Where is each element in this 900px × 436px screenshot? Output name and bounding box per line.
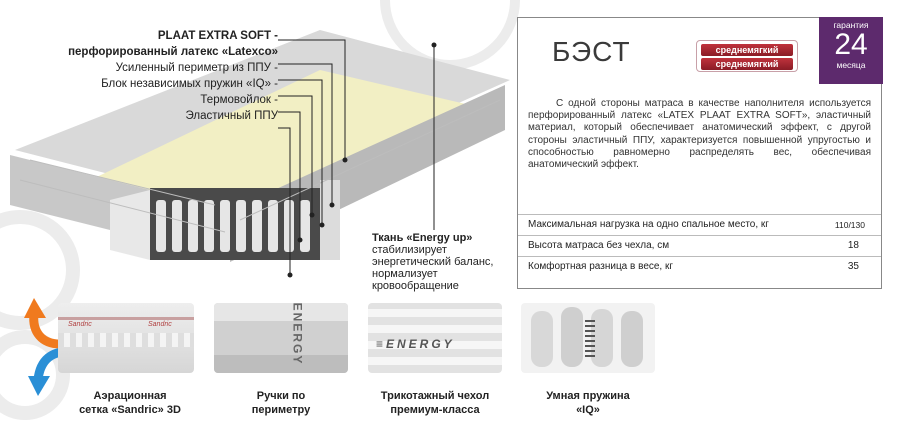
feature-image-knit-cover: ≡ENERGY [368,303,502,373]
spec-row: Максимальная нагрузка на одно спальное м… [518,214,881,235]
spring [204,200,214,252]
callout-latex-title: PLAAT EXTRA SOFT - [157,30,278,42]
fabric-label: Ткань «Energy up» стабилизирует энергети… [372,232,496,292]
feature-caption-iq-spring: Умная пружина «IQ» [523,389,653,417]
spec-label: Комфортная разница в весе, кг [528,261,674,272]
sandric-logo: Sandric [68,321,92,328]
callout-dot [297,237,303,243]
caption-line: «IQ» [576,404,600,416]
layer-callouts: PLAAT EXTRA SOFT - перфорированный латек… [30,28,278,124]
callout-springs: Блок независимых пружин «IQ» - [101,78,278,90]
spring [252,200,262,252]
spec-label: Высота матраса без чехла, см [528,240,670,251]
callout-dot [329,202,335,208]
callout-dot [342,157,348,163]
spring [188,200,198,252]
spring [268,200,278,252]
firmness-badge-line-2: среднемягкий [701,58,793,70]
feature-image-iq-spring [521,303,655,373]
sandric-logo: Sandric [148,321,172,328]
caption-line: сетка «Sandric» 3D [79,404,181,416]
spec-label: Максимальная нагрузка на одно спальное м… [528,219,769,230]
energy-cover-text: ≡ENERGY [376,337,455,351]
warranty-title: гарантия [833,20,869,30]
product-info-box: БЭСТ среднемягкий среднемягкий гарантия … [517,17,883,289]
caption-line: Ручки по [256,390,306,402]
fabric-description: стабилизирует энергетический баланс, нор… [372,244,494,292]
callout-dot [319,222,325,228]
feature-caption-knit-cover: Трикотажный чехол премиум-класса [360,389,510,417]
airflow-arrows-icon [24,298,73,396]
mattress-cutaway-illustration [10,30,510,278]
spring [156,200,166,252]
spec-value: 110/130 [834,220,865,230]
caption-line: Трикотажный чехол [380,390,490,402]
spec-value: 35 [847,261,859,272]
firmness-badge-line-1: среднемягкий [701,44,793,56]
cutaway-foam [110,190,150,260]
caption-line: Умная пружина [546,390,630,402]
callout-felt: Термовойлок - [200,94,278,106]
spec-value: 18 [847,240,859,251]
callout-dot [287,272,293,278]
fabric-name: Ткань «Energy up» [372,232,473,244]
spec-row: Комфортная разница в весе, кг 35 [518,256,881,277]
product-description: С одной стороны матраса в качестве напол… [528,98,871,171]
firmness-badge: среднемягкий среднемягкий [696,40,798,72]
spring [236,200,246,252]
feature-image-handles: ENERGY [214,303,348,373]
callout-latex-subtitle: перфорированный латекс «Latexco» [68,46,278,58]
feature-image-sandric-mesh: Sandric Sandric [58,303,194,373]
caption-line: премиум-класса [390,404,480,416]
warranty-unit: месяца [836,60,866,70]
feature-caption-sandric: Аэрационная сетка «Sandric» 3D [60,389,200,417]
caption-line: периметру [251,404,311,416]
spring [220,200,230,252]
callout-perimeter: Усиленный периметр из ППУ - [115,62,278,74]
warranty-badge: гарантия 24 месяца [819,17,883,84]
spec-table: Максимальная нагрузка на одно спальное м… [518,214,881,277]
spec-row: Высота матраса без чехла, см 18 [518,235,881,256]
spring [172,200,182,252]
energy-handle-text: ENERGY [290,303,305,366]
feature-caption-handles: Ручки по периметру [216,389,346,417]
callout-foam: Эластичный ППУ [185,110,279,122]
warranty-number: 24 [834,28,868,61]
perimeter-foam [320,180,340,260]
product-name: БЭСТ [552,36,631,67]
mattress-latex-layer [80,70,470,215]
callout-dot [431,42,437,48]
caption-line: Аэрационная [93,390,167,402]
callout-dot [309,212,315,218]
spring [300,200,310,252]
spring [284,200,294,252]
